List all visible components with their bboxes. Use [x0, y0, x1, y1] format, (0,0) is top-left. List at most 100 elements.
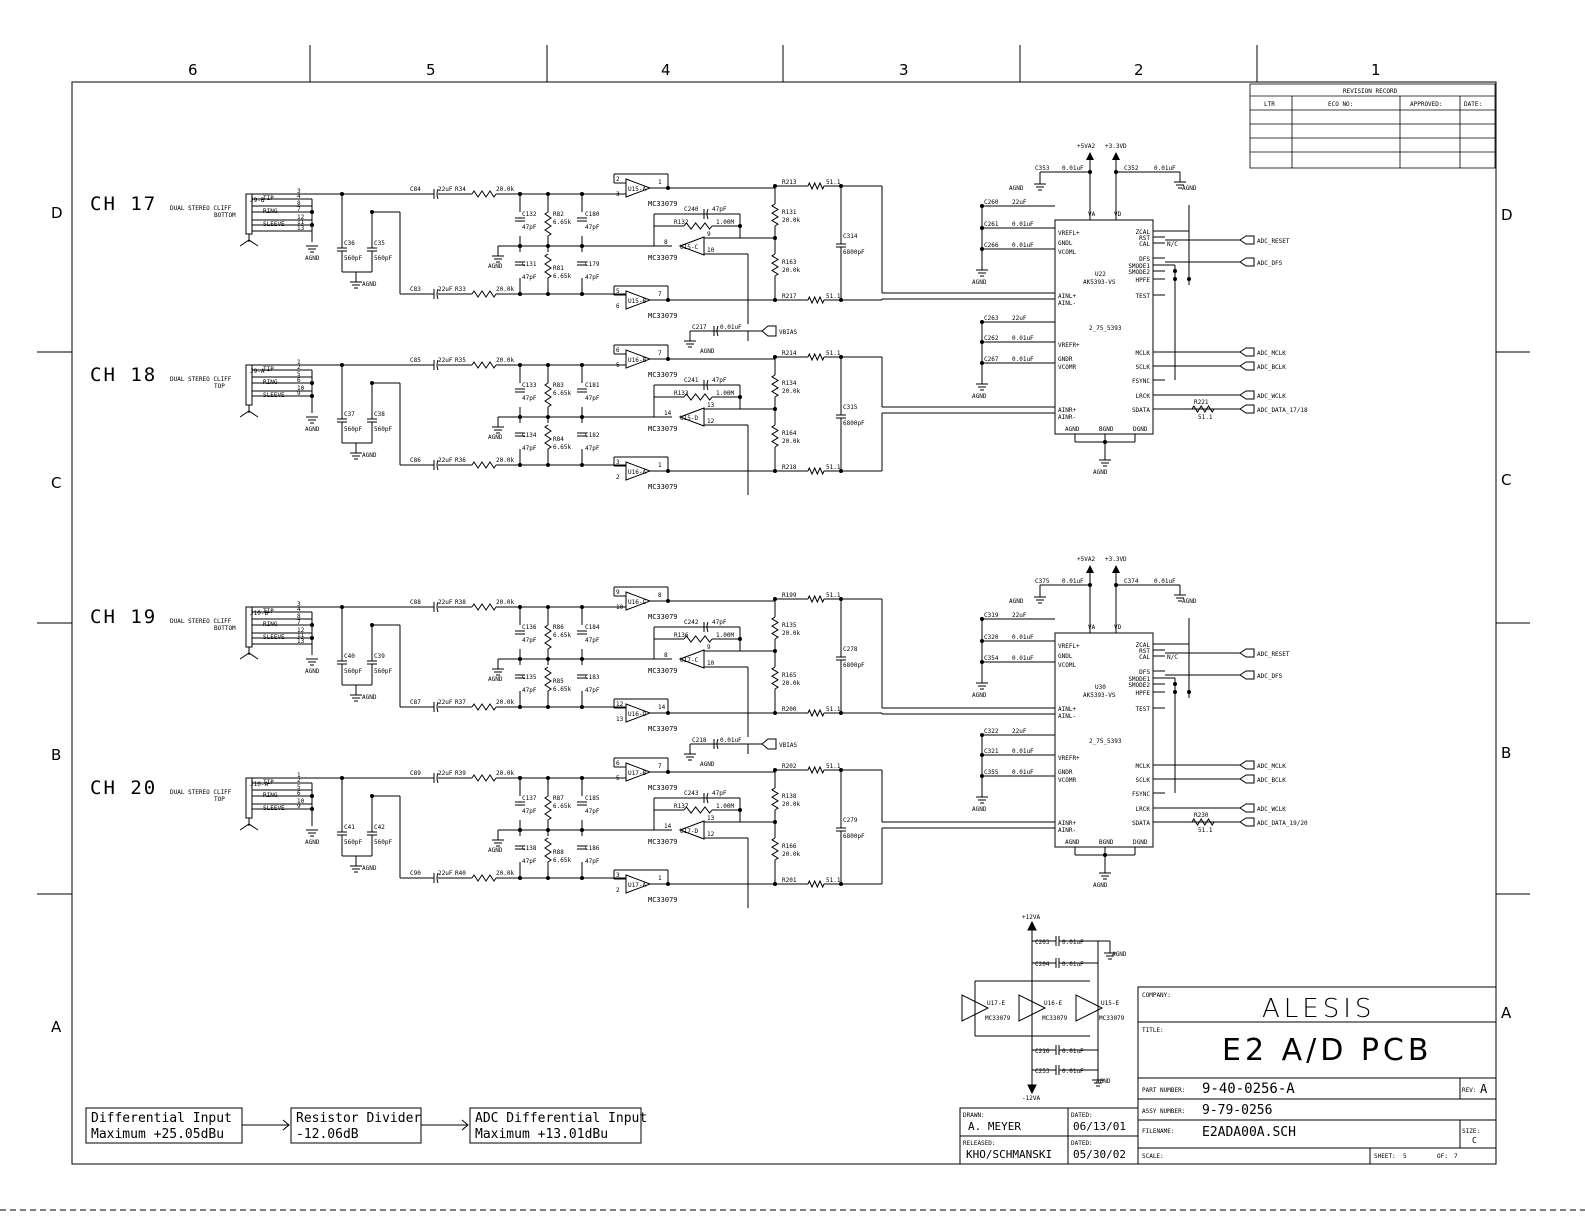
cap-ref: C374: [1124, 578, 1139, 585]
drawn-date: 06/13/01: [1073, 1120, 1126, 1133]
rail-label: +3.3VD: [1105, 556, 1127, 563]
jack-pin-number: 4: [297, 606, 301, 613]
assy-number: 9-79-0256: [1202, 1103, 1272, 1118]
resistor: [771, 787, 779, 811]
cap-ref: C40: [344, 653, 355, 660]
res-value: 51.1: [826, 350, 841, 357]
jack-pin-number: 5: [297, 784, 301, 791]
cap-ref: C85: [410, 357, 421, 364]
opamp-pin: 6: [616, 347, 620, 354]
ic-ref: U30: [1095, 684, 1106, 691]
opamp-ref: U17-D: [680, 828, 698, 835]
cap-value: 22uF: [1012, 199, 1027, 206]
zone-row: B: [51, 746, 61, 764]
power-rail-neg: -12VA: [1022, 1095, 1040, 1102]
cap-ref: C138: [522, 845, 537, 852]
ic-pin-name: FSYNC: [1132, 791, 1150, 798]
res-value: 6.65k: [553, 444, 571, 451]
cap-value: 560pF: [344, 426, 362, 433]
res-value: 51.1: [826, 706, 841, 713]
junction-dot: [1187, 690, 1191, 694]
cap-ref: C134: [522, 432, 537, 439]
ic-pin-name: LRCK: [1136, 806, 1151, 813]
cap-value: 560pF: [374, 255, 392, 262]
res-value: 6.65k: [553, 632, 571, 639]
opamp-pin: 9: [707, 231, 711, 238]
capacitor-plate: [436, 872, 439, 884]
cap-value: 0.01uF: [1062, 165, 1084, 172]
junction-dot: [310, 394, 314, 398]
opamp-pin: 12: [707, 831, 715, 838]
net-flag: [761, 738, 777, 750]
jack-description: DUAL STEREO CLIFF: [170, 789, 232, 796]
cap-ref: C86: [410, 457, 421, 464]
opamp-pin: 13: [707, 815, 715, 822]
opamp-pin: 8: [664, 239, 668, 246]
jack-ref: J9-A: [250, 368, 265, 375]
net-name: ADC_MCLK: [1257, 350, 1286, 357]
agnd-label: AGND: [1009, 598, 1024, 605]
junction-dot: [310, 623, 314, 627]
cap-ref: C319: [984, 612, 999, 619]
net-flag: [1239, 803, 1255, 813]
capacitor-plate: [436, 288, 439, 300]
opamp-symbol: [625, 290, 652, 310]
no-connect: N/C: [1167, 241, 1178, 248]
size-value: C: [1472, 1136, 1477, 1145]
ic-pin-name: GNDR: [1058, 769, 1073, 776]
agnd-label: AGND: [488, 263, 503, 270]
res-ref: R35: [455, 357, 466, 364]
junction-dot: [1187, 277, 1191, 281]
capacitor-plate: [436, 459, 439, 471]
net-flag: [1239, 390, 1255, 400]
res-value: 20.0k: [782, 438, 800, 445]
cap-ref: C135: [522, 674, 537, 681]
cap-value: 0.01uF: [1012, 769, 1034, 776]
cap-ref: C137: [522, 795, 537, 802]
zone-col: 6: [188, 61, 198, 79]
res-value: 20.0k: [782, 851, 800, 858]
jack-pin-number: 7: [297, 206, 301, 213]
chassis-ground: [239, 410, 259, 418]
ic-ref: U22: [1095, 271, 1106, 278]
opamp-part: MC33079: [648, 896, 678, 904]
res-value: 6.65k: [553, 857, 571, 864]
cap-ref: C278: [843, 646, 858, 653]
res-ref: R134: [782, 380, 797, 387]
cap-value: 0.01uF: [1012, 655, 1034, 662]
ic-pin-name: DFS: [1139, 669, 1150, 676]
net-name: ADC_RESET: [1257, 651, 1290, 658]
agnd-label: AGND: [362, 452, 377, 459]
opamp-part: MC33079: [648, 483, 678, 491]
jack-pin-number: 6: [297, 790, 301, 797]
resistor: [807, 295, 825, 305]
filename-label: FILENAME:: [1142, 1128, 1175, 1135]
resistor: [471, 461, 497, 469]
net-flag: [1239, 361, 1255, 371]
opamp-part: MC33079: [648, 613, 678, 621]
res-ref: R135: [782, 622, 797, 629]
drawing-frame: [0, 45, 1585, 1211]
power-opamp-ref: U17-E: [987, 1000, 1005, 1007]
cap-value: 22uF: [438, 870, 453, 877]
resistor: [471, 703, 497, 711]
res-ref: R230: [1194, 812, 1209, 819]
cap-value: 22uF: [1012, 728, 1027, 735]
res-ref: R218: [782, 464, 797, 471]
zone-row: A: [51, 1018, 62, 1036]
jack-pin-number: 8: [297, 200, 301, 207]
zone-row: D: [1501, 206, 1513, 224]
res-ref: R86: [553, 624, 564, 631]
ic-pin-name: VREFR+: [1058, 342, 1080, 349]
res-ref: R164: [782, 430, 797, 437]
zone-row: C: [51, 474, 61, 492]
res-ref: R166: [782, 843, 797, 850]
res-ref: R36: [455, 457, 466, 464]
ic-pin-name: AINL-: [1058, 300, 1076, 307]
ic-pin-name: AINL-: [1058, 713, 1076, 720]
jack-pin-number: 13: [297, 225, 305, 232]
ic-pin-name: CAL: [1139, 654, 1150, 661]
cap-value: 47pF: [585, 274, 600, 281]
ic-pin-name: DFS: [1139, 256, 1150, 263]
